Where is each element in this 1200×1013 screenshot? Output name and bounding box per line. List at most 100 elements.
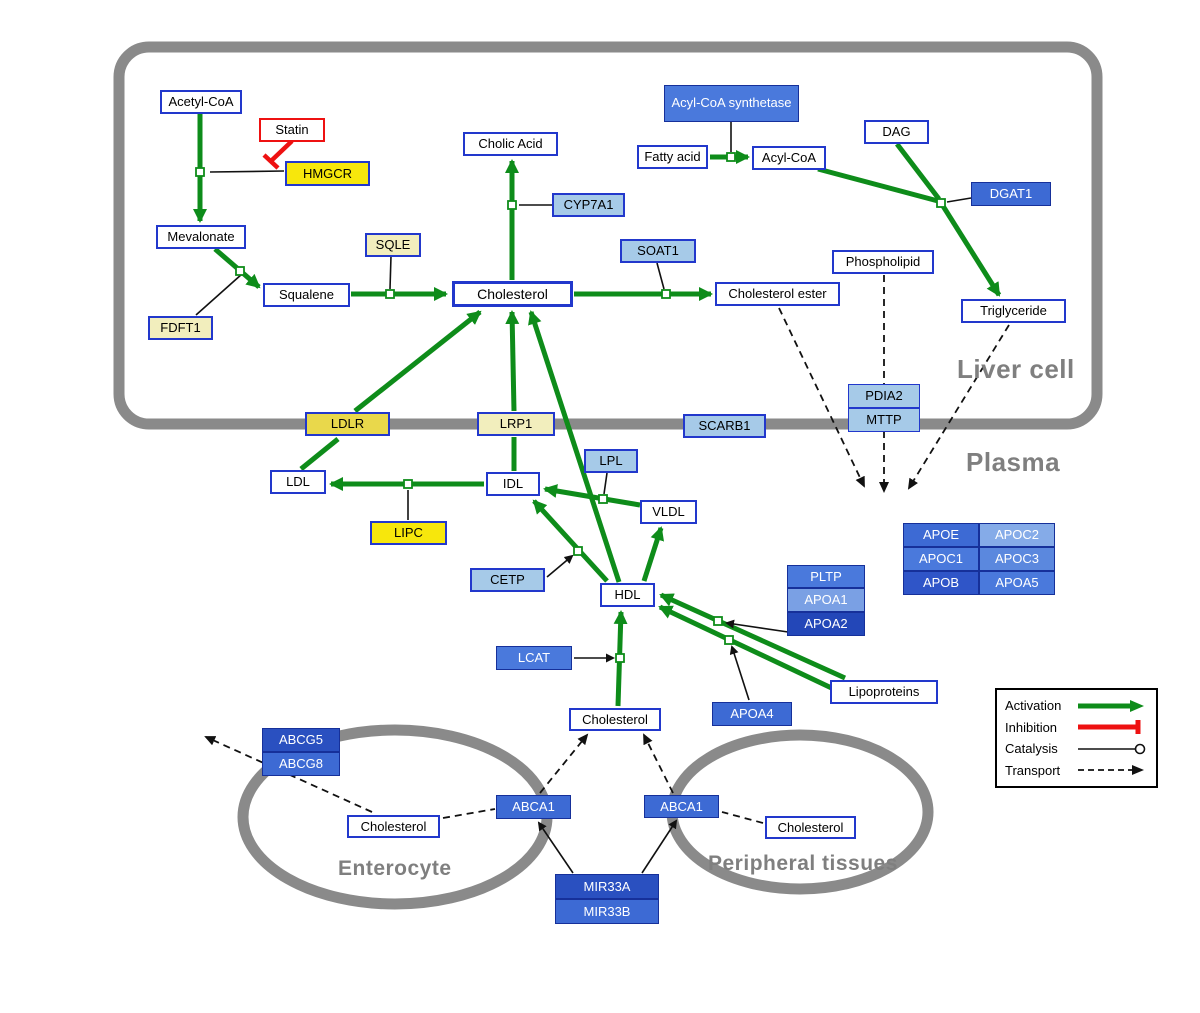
legend-activation-label: Activation	[1005, 698, 1062, 714]
node-statin[interactable]: Statin	[259, 118, 325, 142]
node-apoa1[interactable]: APOA1	[787, 588, 865, 612]
node-apoc3[interactable]: APOC3	[979, 547, 1055, 571]
node-apoe[interactable]: APOE	[903, 523, 979, 547]
edge-ldl-ldlr	[299, 437, 340, 471]
legend-catalysis-label: Catalysis	[1005, 741, 1058, 757]
node-sqle[interactable]: SQLE	[365, 233, 421, 257]
transport-enterocyte-cholesterol-abcg	[204, 736, 373, 813]
node-apoc1[interactable]: APOC1	[903, 547, 979, 571]
catalysis-soat1	[656, 262, 665, 290]
node-apoa4[interactable]: APOA4	[712, 702, 792, 726]
legend-row-inhibition: Inhibition	[1005, 720, 1148, 735]
node-phospholipid[interactable]: Phospholipid	[832, 250, 934, 274]
catalysis-hmgcr	[209, 170, 285, 173]
edge-lipoproteins-hdl-upper	[659, 592, 847, 681]
node-lrp1[interactable]: LRP1	[477, 412, 555, 436]
inhibition-tbar-glyph	[1078, 720, 1141, 735]
liver-cell-membrane	[113, 41, 1103, 430]
legend-row-activation: Activation	[1005, 698, 1148, 713]
edge-dag-junction	[895, 142, 941, 201]
node-pdia2[interactable]: PDIA2	[848, 384, 920, 408]
inhibition-edge	[262, 139, 294, 170]
peripheral-tissues-label: Peripheral tissues	[708, 852, 898, 875]
legend-row-transport: Transport	[1005, 763, 1148, 778]
activation-edges	[193, 113, 1002, 707]
catalysis-cetp	[546, 554, 574, 578]
node-hmgcr[interactable]: HMGCR	[285, 161, 370, 186]
edge-hdl-idl-cetp	[532, 499, 609, 583]
node-mir33b[interactable]: MIR33B	[555, 899, 659, 924]
node-lipoproteins[interactable]: Lipoproteins	[830, 680, 938, 704]
node-abcg5[interactable]: ABCG5	[262, 728, 340, 752]
plasma-label: Plasma	[966, 447, 1061, 477]
node-ldl[interactable]: LDL	[270, 470, 326, 494]
transport-arrow-glyph	[1078, 765, 1144, 776]
edge-hdl-vldl	[641, 526, 665, 582]
node-abca1-enterocyte[interactable]: ABCA1	[496, 795, 571, 819]
catalysis-lpl	[603, 472, 608, 495]
node-dgat1[interactable]: DGAT1	[971, 182, 1051, 206]
transport-cholesterol-ester-to-plasma	[778, 307, 865, 488]
node-apoa2[interactable]: APOA2	[787, 612, 865, 636]
node-cholesterol-peripheral[interactable]: Cholesterol	[765, 816, 856, 839]
node-apoa5[interactable]: APOA5	[979, 571, 1055, 595]
node-cholesterol-plasma[interactable]: Cholesterol	[569, 708, 661, 731]
activation-arrow-glyph	[1078, 699, 1144, 712]
transport-triglyceride-to-plasma	[907, 324, 1010, 490]
reaction-nodes	[195, 152, 946, 663]
edge-acylcoa-junction	[817, 166, 939, 204]
node-mttp[interactable]: MTTP	[848, 408, 920, 432]
node-squalene[interactable]: Squalene	[263, 283, 350, 307]
node-fatty-acid[interactable]: Fatty acid	[637, 145, 708, 169]
catalysis-mir33a-abca1	[537, 821, 574, 874]
node-idl[interactable]: IDL	[486, 472, 540, 496]
node-vldl[interactable]: VLDL	[640, 500, 697, 524]
inhibition-statin-tbar	[262, 153, 280, 170]
node-cholesterol-liver[interactable]: Cholesterol	[452, 281, 573, 307]
transport-abca1-right-to-cholesterol	[643, 733, 674, 794]
catalysis-sqle	[389, 255, 392, 290]
transport-abca1-left-to-cholesterol	[539, 733, 589, 794]
node-ldlr[interactable]: LDLR	[305, 412, 390, 436]
node-apob[interactable]: APOB	[903, 571, 979, 595]
edge-ldlr-cholesterol	[353, 310, 482, 413]
node-mevalonate[interactable]: Mevalonate	[156, 225, 246, 249]
catalysis-mir33b-abca1	[641, 819, 678, 874]
node-triglyceride[interactable]: Triglyceride	[961, 299, 1066, 323]
edge-lrp1-cholesterol	[505, 310, 520, 412]
inhibition-statin-hmgcr	[269, 139, 294, 163]
edge-lipoproteins-hdl-lower	[658, 604, 842, 695]
node-hdl[interactable]: HDL	[600, 583, 655, 607]
liver-cell-label: Liver cell	[957, 354, 1075, 384]
edge-vldl-idl	[543, 484, 641, 508]
node-abcg8[interactable]: ABCG8	[262, 752, 340, 776]
edge-junction-triglyceride	[940, 204, 1002, 297]
transport-edges	[204, 275, 1010, 824]
transport-peripheral-cholesterol-to-abca1	[721, 811, 764, 824]
node-cholesterol-enterocyte[interactable]: Cholesterol	[347, 815, 440, 838]
node-lipc[interactable]: LIPC	[370, 521, 447, 545]
node-fdft1[interactable]: FDFT1	[148, 316, 213, 340]
node-mir33a[interactable]: MIR33A	[555, 874, 659, 899]
node-acetyl-coa[interactable]: Acetyl-CoA	[160, 90, 242, 114]
node-lpl[interactable]: LPL	[584, 449, 638, 473]
node-acyl-coa-synthetase[interactable]: Acyl-CoA synthetase	[664, 85, 799, 122]
node-cholesterol-ester[interactable]: Cholesterol ester	[715, 282, 840, 306]
node-abca1-peripheral[interactable]: ABCA1	[644, 795, 719, 818]
enterocyte-label: Enterocyte	[338, 857, 452, 880]
legend: Activation Inhibition Catalysis Transpor…	[995, 688, 1158, 788]
node-lcat[interactable]: LCAT	[496, 646, 572, 670]
legend-row-catalysis: Catalysis	[1005, 741, 1148, 756]
node-acyl-coa[interactable]: Acyl-CoA	[752, 146, 826, 170]
catalysis-edges	[195, 122, 972, 874]
node-scarb1[interactable]: SCARB1	[683, 414, 766, 438]
node-pltp[interactable]: PLTP	[787, 565, 865, 588]
node-soat1[interactable]: SOAT1	[620, 239, 696, 263]
node-cetp[interactable]: CETP	[470, 568, 545, 592]
node-apoc2[interactable]: APOC2	[979, 523, 1055, 547]
node-dag[interactable]: DAG	[864, 120, 929, 144]
node-cyp7a1[interactable]: CYP7A1	[552, 193, 625, 217]
node-cholic-acid[interactable]: Cholic Acid	[463, 132, 558, 156]
